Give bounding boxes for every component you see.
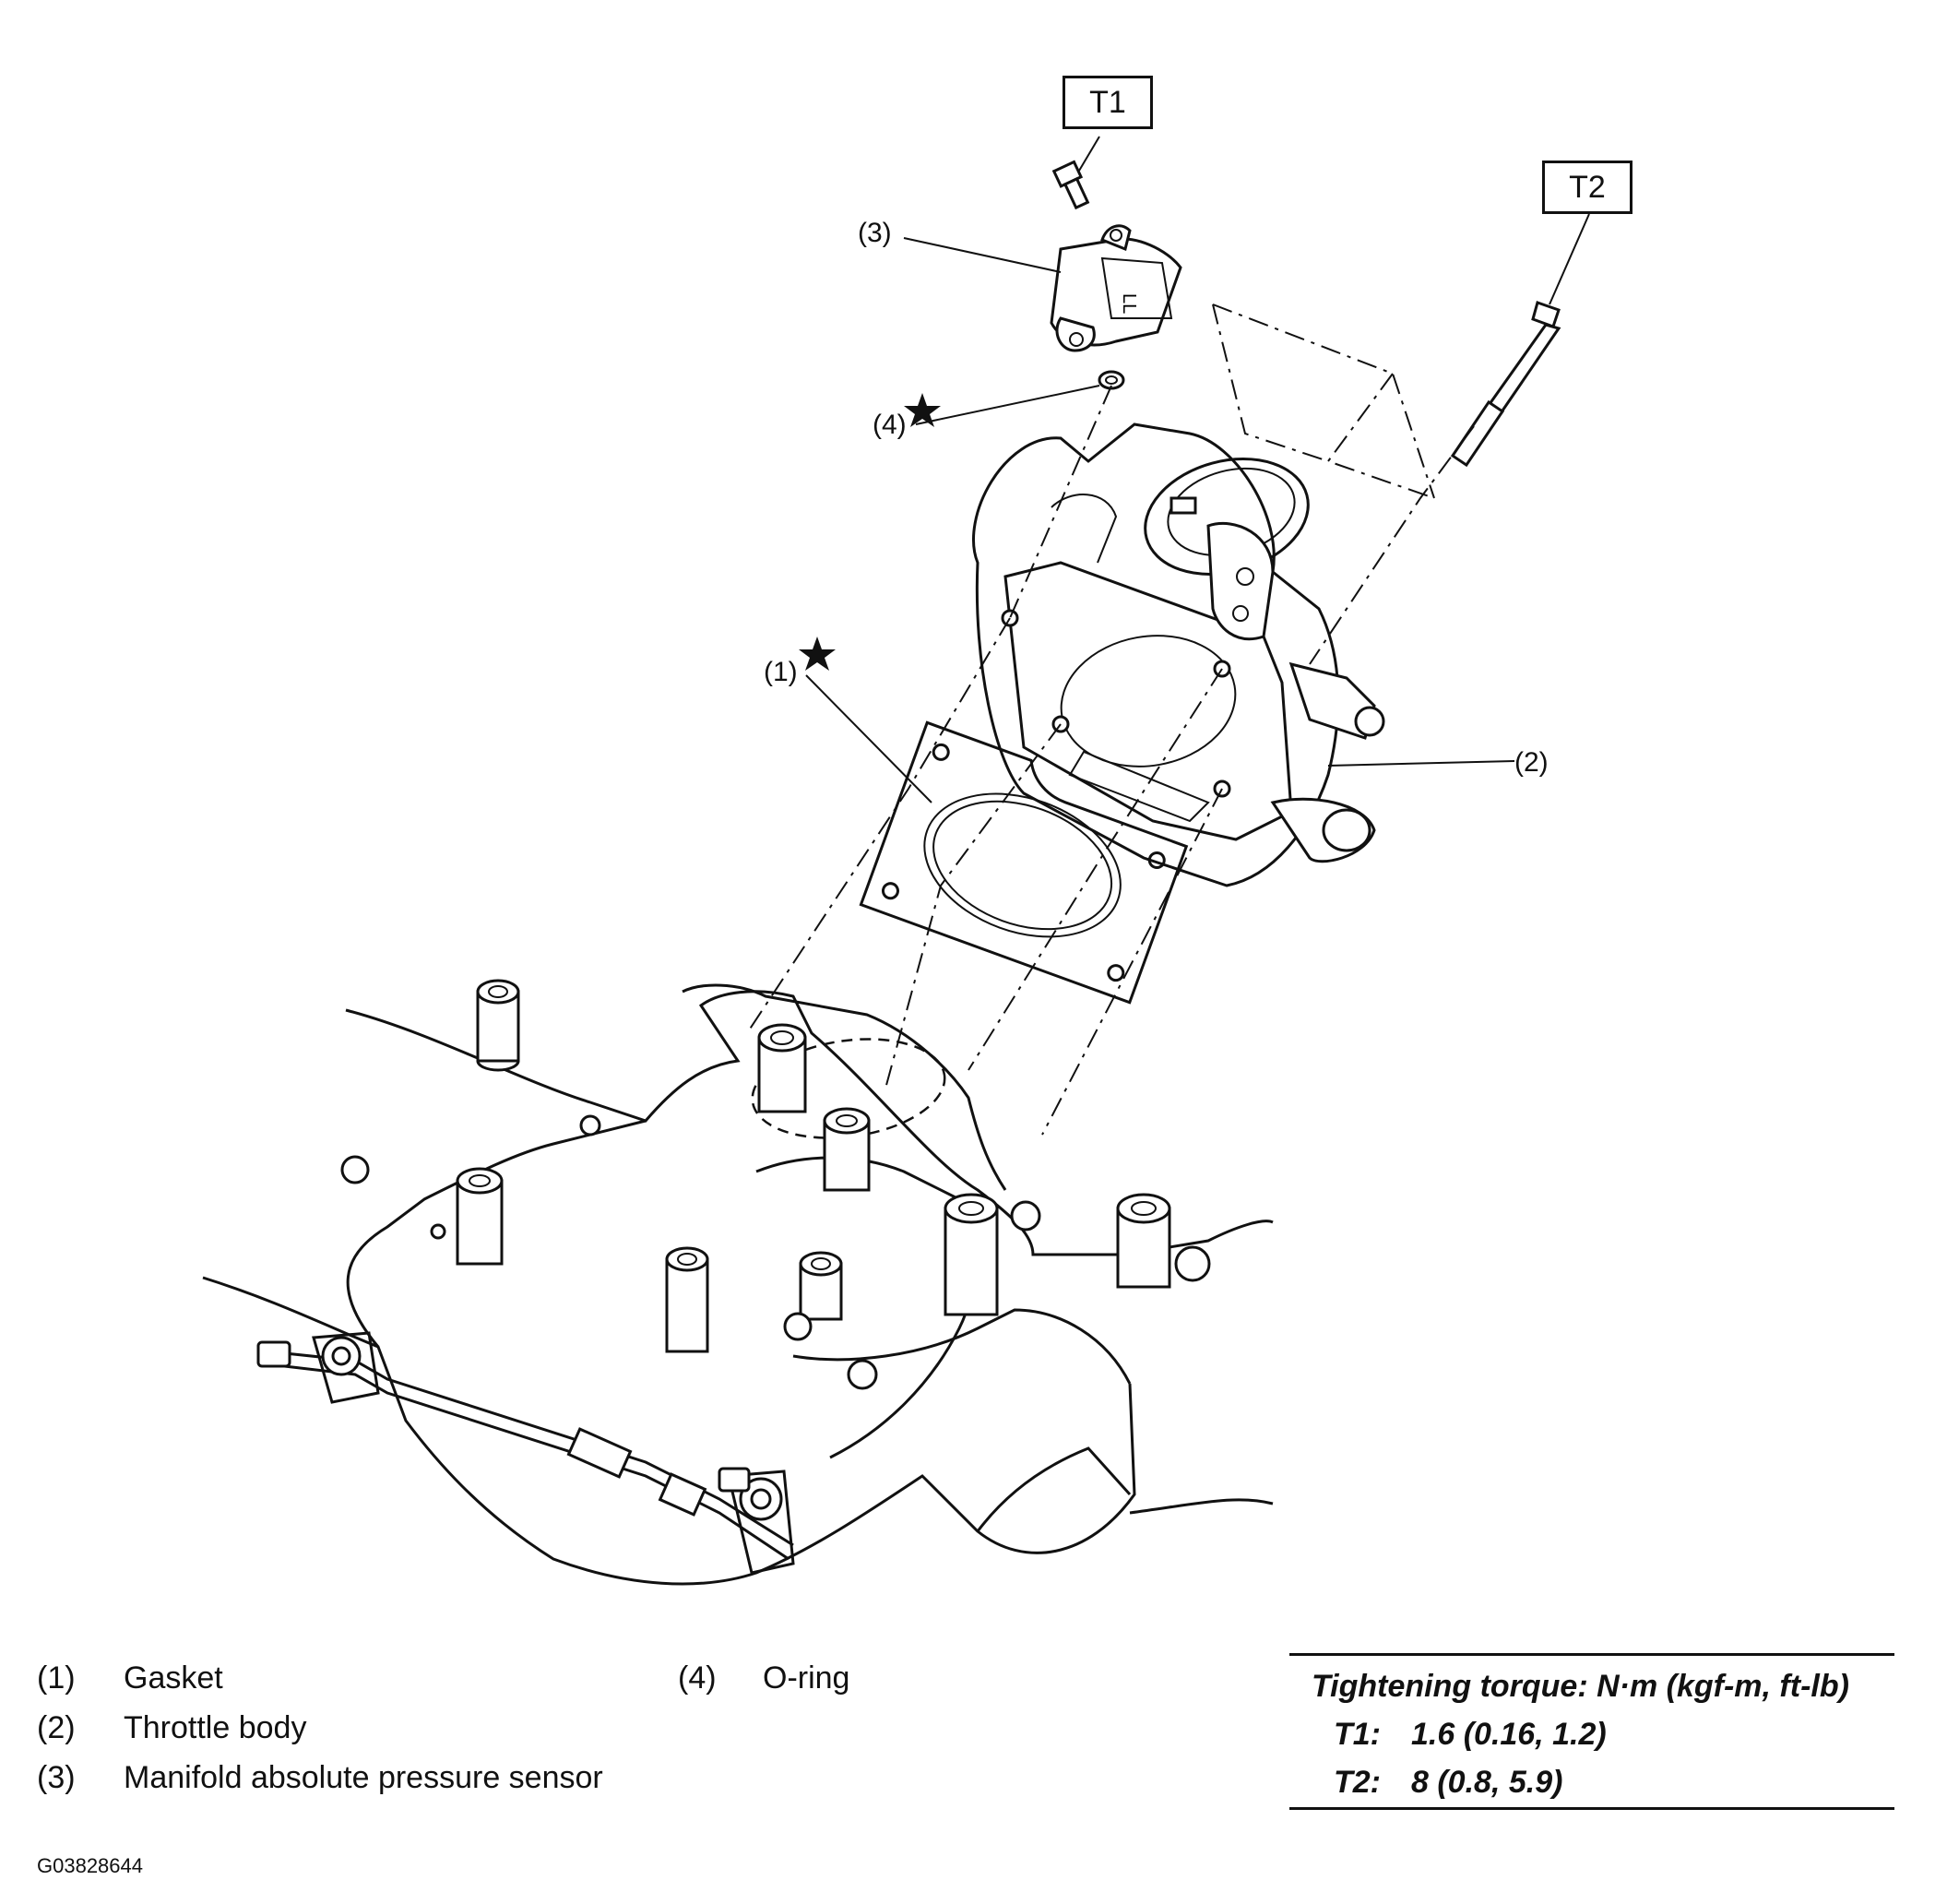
svg-text:LL: LL [1119, 293, 1139, 314]
legend-label: Throttle body [124, 1710, 307, 1745]
legend-number: (4) [678, 1660, 717, 1696]
t2-callout-label: T2 [1569, 169, 1606, 205]
leader-lines [805, 136, 1590, 803]
legend-number: (3) [37, 1760, 76, 1795]
throttle-body [972, 422, 1385, 887]
callout-3: (3) [858, 218, 892, 248]
legend-label: O-ring [763, 1660, 850, 1696]
torque-specifications: Tightening torque: N·m (kgf-m, ft-lb) T1… [1289, 1653, 1894, 1810]
callout-2: (2) [1514, 747, 1549, 778]
t2-callout-box: T2 [1542, 161, 1632, 214]
callout-4: (4) [873, 410, 907, 440]
torque-key: T1: [1334, 1717, 1381, 1752]
torque-key: T2: [1334, 1765, 1381, 1800]
figure-id: G03828644 [37, 1854, 143, 1877]
t2-bolt [1450, 301, 1561, 468]
legend-number: (2) [37, 1710, 76, 1745]
manifold-absolute-pressure-sensor: LL [1050, 224, 1182, 352]
torque-heading: Tightening torque: N·m (kgf-m, ft-lb) [1312, 1669, 1849, 1704]
t1-callout-label: T1 [1089, 84, 1126, 120]
phantom-box [1212, 303, 1435, 499]
legend-number: (1) [37, 1660, 76, 1696]
t1-callout-box: T1 [1063, 76, 1153, 129]
intake-manifold [202, 983, 1274, 1586]
exploded-view-drawing: LL [202, 136, 1590, 1586]
torque-value: 8 (0.8, 5.9) [1411, 1765, 1563, 1800]
torque-value: 1.6 (0.16, 1.2) [1411, 1717, 1607, 1752]
t1-screw [1051, 160, 1090, 210]
legend-label: Gasket [124, 1660, 223, 1696]
o-ring [1098, 370, 1125, 390]
gasket [859, 720, 1189, 1005]
legend-label: Manifold absolute pressure sensor [124, 1760, 603, 1795]
callout-1: (1) [764, 657, 798, 687]
throttle-linkage [256, 1331, 795, 1575]
star-icon [904, 393, 941, 427]
star-icon [799, 637, 836, 671]
alignment-centerlines [746, 385, 1475, 1136]
manifold-bosses [340, 979, 1211, 1390]
